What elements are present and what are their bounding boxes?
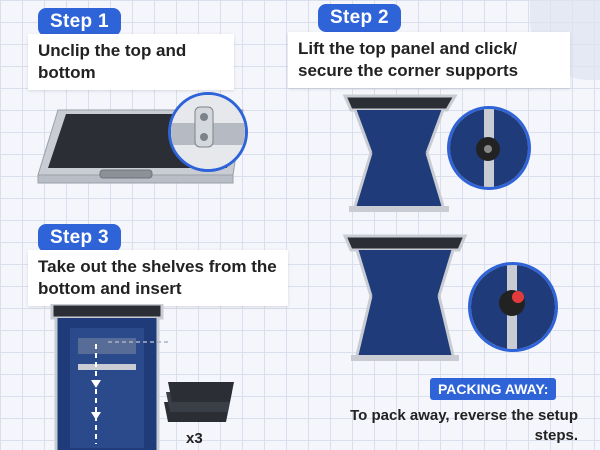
step1-text: Unclip the top and bottom — [28, 34, 234, 90]
open-cabinet-image — [342, 234, 468, 361]
support-detail-image-2 — [468, 262, 558, 352]
step1-badge: Step 1 — [38, 8, 121, 36]
half-open-cabinet-image — [342, 94, 458, 212]
step3-badge: Step 3 — [38, 224, 121, 252]
step3-text: Take out the shelves from the bottom and… — [28, 250, 288, 306]
cabinet-with-shelves-image — [50, 304, 168, 450]
packing-away-badge: PACKING AWAY: — [430, 378, 557, 400]
spare-shelves-image — [164, 382, 234, 422]
step2-text: Lift the top panel and click/ secure the… — [288, 32, 570, 88]
step2-badge: Step 2 — [318, 4, 401, 32]
latch-detail-image — [168, 92, 248, 172]
packing-away-text: To pack away, reverse the setup steps. — [350, 407, 578, 444]
support-detail-image-1 — [447, 106, 531, 190]
shelf-count: x3 — [186, 430, 203, 447]
